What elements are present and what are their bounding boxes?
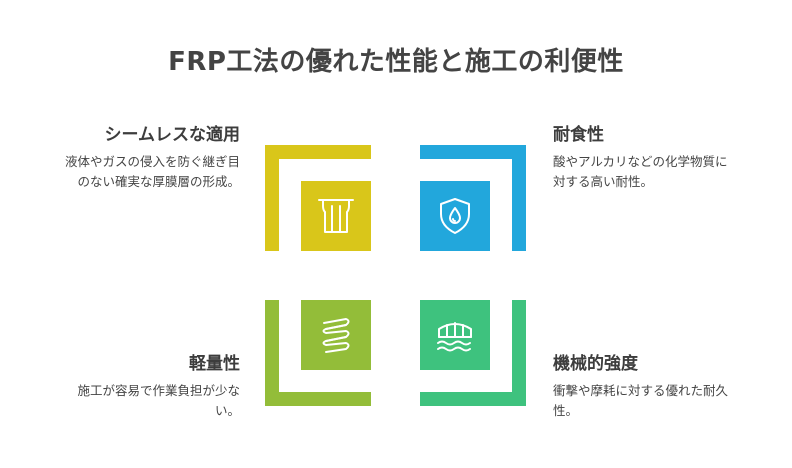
heading-lightweight: 軽量性 [189, 354, 240, 374]
desc-mechanical-strength: 衝撃や摩耗に対する優れた耐久 性。 [553, 381, 783, 421]
spring-icon [322, 318, 350, 353]
desc-corrosion-line2: 対する高い耐性。 [553, 174, 654, 189]
bracket-top-left [265, 145, 371, 251]
tile-lightweight [301, 300, 371, 370]
bracket-bottom-right [420, 300, 526, 406]
desc-lightweight-line1: 施工が容易で作業負担が少な [77, 383, 240, 398]
desc-corrosion: 酸やアルカリなどの化学物質に 対する高い耐性。 [553, 152, 783, 192]
desc-seamless-line2: のない確実な厚膜層の形成。 [77, 174, 240, 189]
desc-mechanical-strength-line1: 衝撃や摩耗に対する優れた耐久 [553, 383, 729, 398]
desc-corrosion-line1: 酸やアルカリなどの化学物質に [553, 154, 728, 169]
tile-mechanical-strength [420, 300, 490, 370]
tile-corrosion [420, 181, 490, 251]
bracket-bottom-left [265, 300, 371, 406]
heading-corrosion: 耐食性 [553, 125, 604, 145]
bridge-icon [437, 322, 472, 352]
heading-seamless: シームレスな適用 [104, 125, 241, 145]
desc-lightweight: 施工が容易で作業負担が少な い。 [0, 381, 240, 421]
page-title: FRP工法の優れた性能と施工の利便性 [168, 47, 624, 77]
tile-seamless [301, 181, 371, 251]
desc-mechanical-strength-line2: 性。 [553, 403, 579, 418]
heading-mechanical-strength: 機械的強度 [553, 354, 638, 374]
curtain-icon [318, 199, 354, 233]
shield-drop-icon [440, 198, 470, 234]
desc-seamless: 液体やガスの侵入を防ぐ継ぎ目 のない確実な厚膜層の形成。 [0, 152, 240, 192]
desc-lightweight-line2: い。 [214, 403, 240, 418]
desc-seamless-line1: 液体やガスの侵入を防ぐ継ぎ目 [64, 154, 240, 169]
bracket-top-right [420, 145, 526, 251]
